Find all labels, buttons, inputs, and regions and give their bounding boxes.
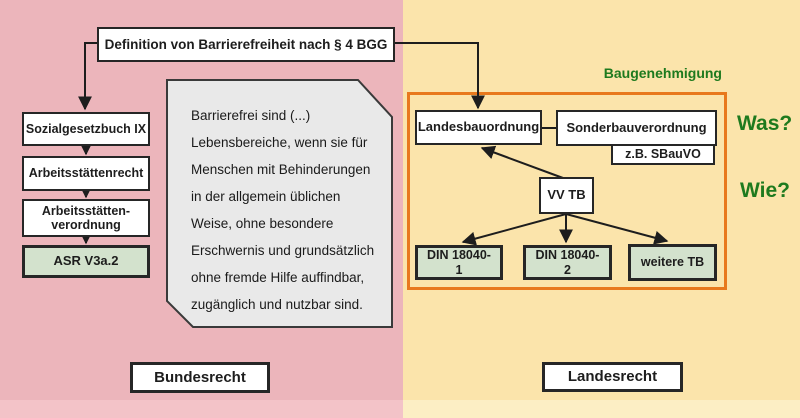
barrierefrei-definition-text: Barrierefrei sind (...) Lebensbereiche, … <box>191 108 375 312</box>
arbeitsstaettenverordnung-box: Arbeitsstätten- verordnung <box>22 199 150 237</box>
sonderbauverordnung-box: Sonderbauverordnung <box>556 110 717 146</box>
question-wie-label: Wie? <box>740 179 790 202</box>
definition-title-box: Definition von Barrierefreiheit nach § 4… <box>97 27 395 62</box>
din-18040-2-box: DIN 18040- 2 <box>523 245 612 280</box>
weitere-tb-box: weitere TB <box>628 244 717 281</box>
state-law-bottom-strip <box>403 400 800 418</box>
vv-tb-box: VV TB <box>539 177 594 214</box>
din-18040-1-box: DIN 18040- 1 <box>415 245 503 280</box>
sbauvo-example-box: z.B. SBauVO <box>611 144 715 165</box>
question-was-label: Was? <box>737 112 793 135</box>
sozialgesetzbuch-box: Sozialgesetzbuch IX <box>22 112 150 146</box>
asr-v3a2-box: ASR V3a.2 <box>22 245 150 278</box>
federal-law-bottom-strip <box>0 400 403 418</box>
arbeitsstaettenrecht-box: Arbeitsstättenrecht <box>22 156 150 191</box>
baugenehmigung-heading: Baugenehmigung <box>603 65 722 81</box>
bundesrecht-label-box: Bundesrecht <box>130 362 270 393</box>
landesbauordnung-box: Landesbauordnung <box>415 110 542 145</box>
building-permit-frame <box>407 92 727 290</box>
landesrecht-label-box: Landesrecht <box>542 362 683 392</box>
